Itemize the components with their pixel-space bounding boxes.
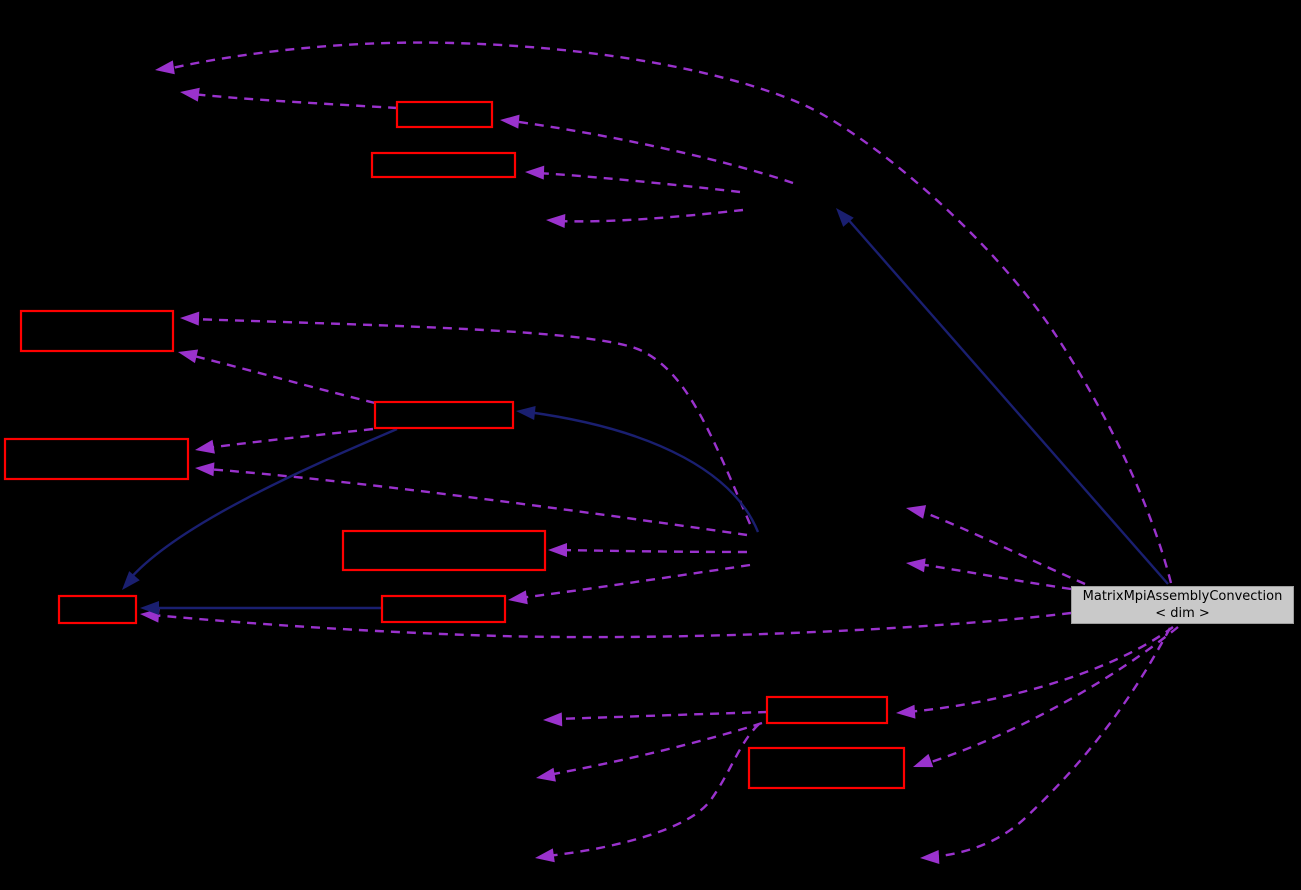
edge-usage [171, 41, 1173, 584]
edge-usage [547, 721, 763, 777]
arrowhead-icon [140, 601, 159, 615]
edge-usage [511, 119, 794, 185]
class-node-b[interactable] [370, 151, 517, 179]
class-node-a[interactable] [395, 100, 494, 129]
arrowhead-icon [525, 165, 545, 180]
arrowhead-icon [543, 712, 563, 727]
arrowhead-icon [906, 558, 926, 573]
main-class-name: MatrixMpiAssemblyConvection [1082, 589, 1283, 604]
main-class-node[interactable]: MatrixMpiAssemblyConvection < dim > [1071, 586, 1294, 624]
edge-inheritance [527, 410, 760, 533]
arrowhead-icon [836, 208, 854, 227]
arrowhead-icon [896, 704, 916, 719]
arrowhead-icon [536, 767, 556, 782]
arrowhead-icon [535, 848, 555, 863]
arrowhead-icon [913, 753, 934, 768]
edge-usage [206, 427, 374, 450]
edge-usage [917, 562, 1072, 591]
class-node-e[interactable] [3, 437, 190, 481]
arrowhead-icon [508, 590, 528, 605]
arrowhead-icon [122, 571, 140, 590]
class-node-h[interactable] [380, 594, 507, 624]
edge-inheritance [845, 216, 1169, 585]
class-node-d[interactable] [373, 400, 515, 430]
edge-usage [559, 548, 748, 554]
class-node-j[interactable] [747, 746, 906, 790]
class-node-f[interactable] [341, 529, 547, 572]
edge-usage [519, 563, 751, 600]
arrowhead-icon [500, 114, 520, 129]
class-node-g[interactable] [57, 594, 138, 625]
edge-usage [536, 171, 741, 194]
edge-usage [554, 710, 768, 721]
edge-usage [189, 353, 376, 405]
arrowhead-icon [906, 505, 927, 519]
arrowhead-icon [195, 439, 215, 454]
arrowhead-icon [920, 850, 940, 864]
edge-usage [206, 467, 748, 537]
edge-usage [907, 626, 1174, 714]
edge-inheritance [127, 427, 398, 582]
edge-usage [557, 208, 744, 223]
arrowhead-icon [548, 543, 567, 557]
edge-usage [191, 317, 752, 525]
edge-usage [546, 723, 760, 858]
arrowhead-icon [195, 462, 215, 477]
arrowhead-icon [180, 311, 200, 326]
edge-usage [151, 611, 1072, 639]
edge-usage [924, 626, 1179, 766]
class-node-i[interactable] [765, 695, 889, 725]
edge-usage [191, 92, 398, 110]
class-node-c[interactable] [19, 309, 175, 353]
arrowhead-icon [516, 406, 536, 420]
edge-usage [931, 627, 1172, 859]
edge-usage [917, 508, 1086, 586]
main-class-template-param: < dim > [1155, 606, 1210, 621]
arrowhead-icon [546, 214, 566, 228]
arrowhead-icon [178, 349, 199, 364]
arrowhead-icon [155, 60, 175, 75]
arrowhead-icon [180, 87, 200, 102]
